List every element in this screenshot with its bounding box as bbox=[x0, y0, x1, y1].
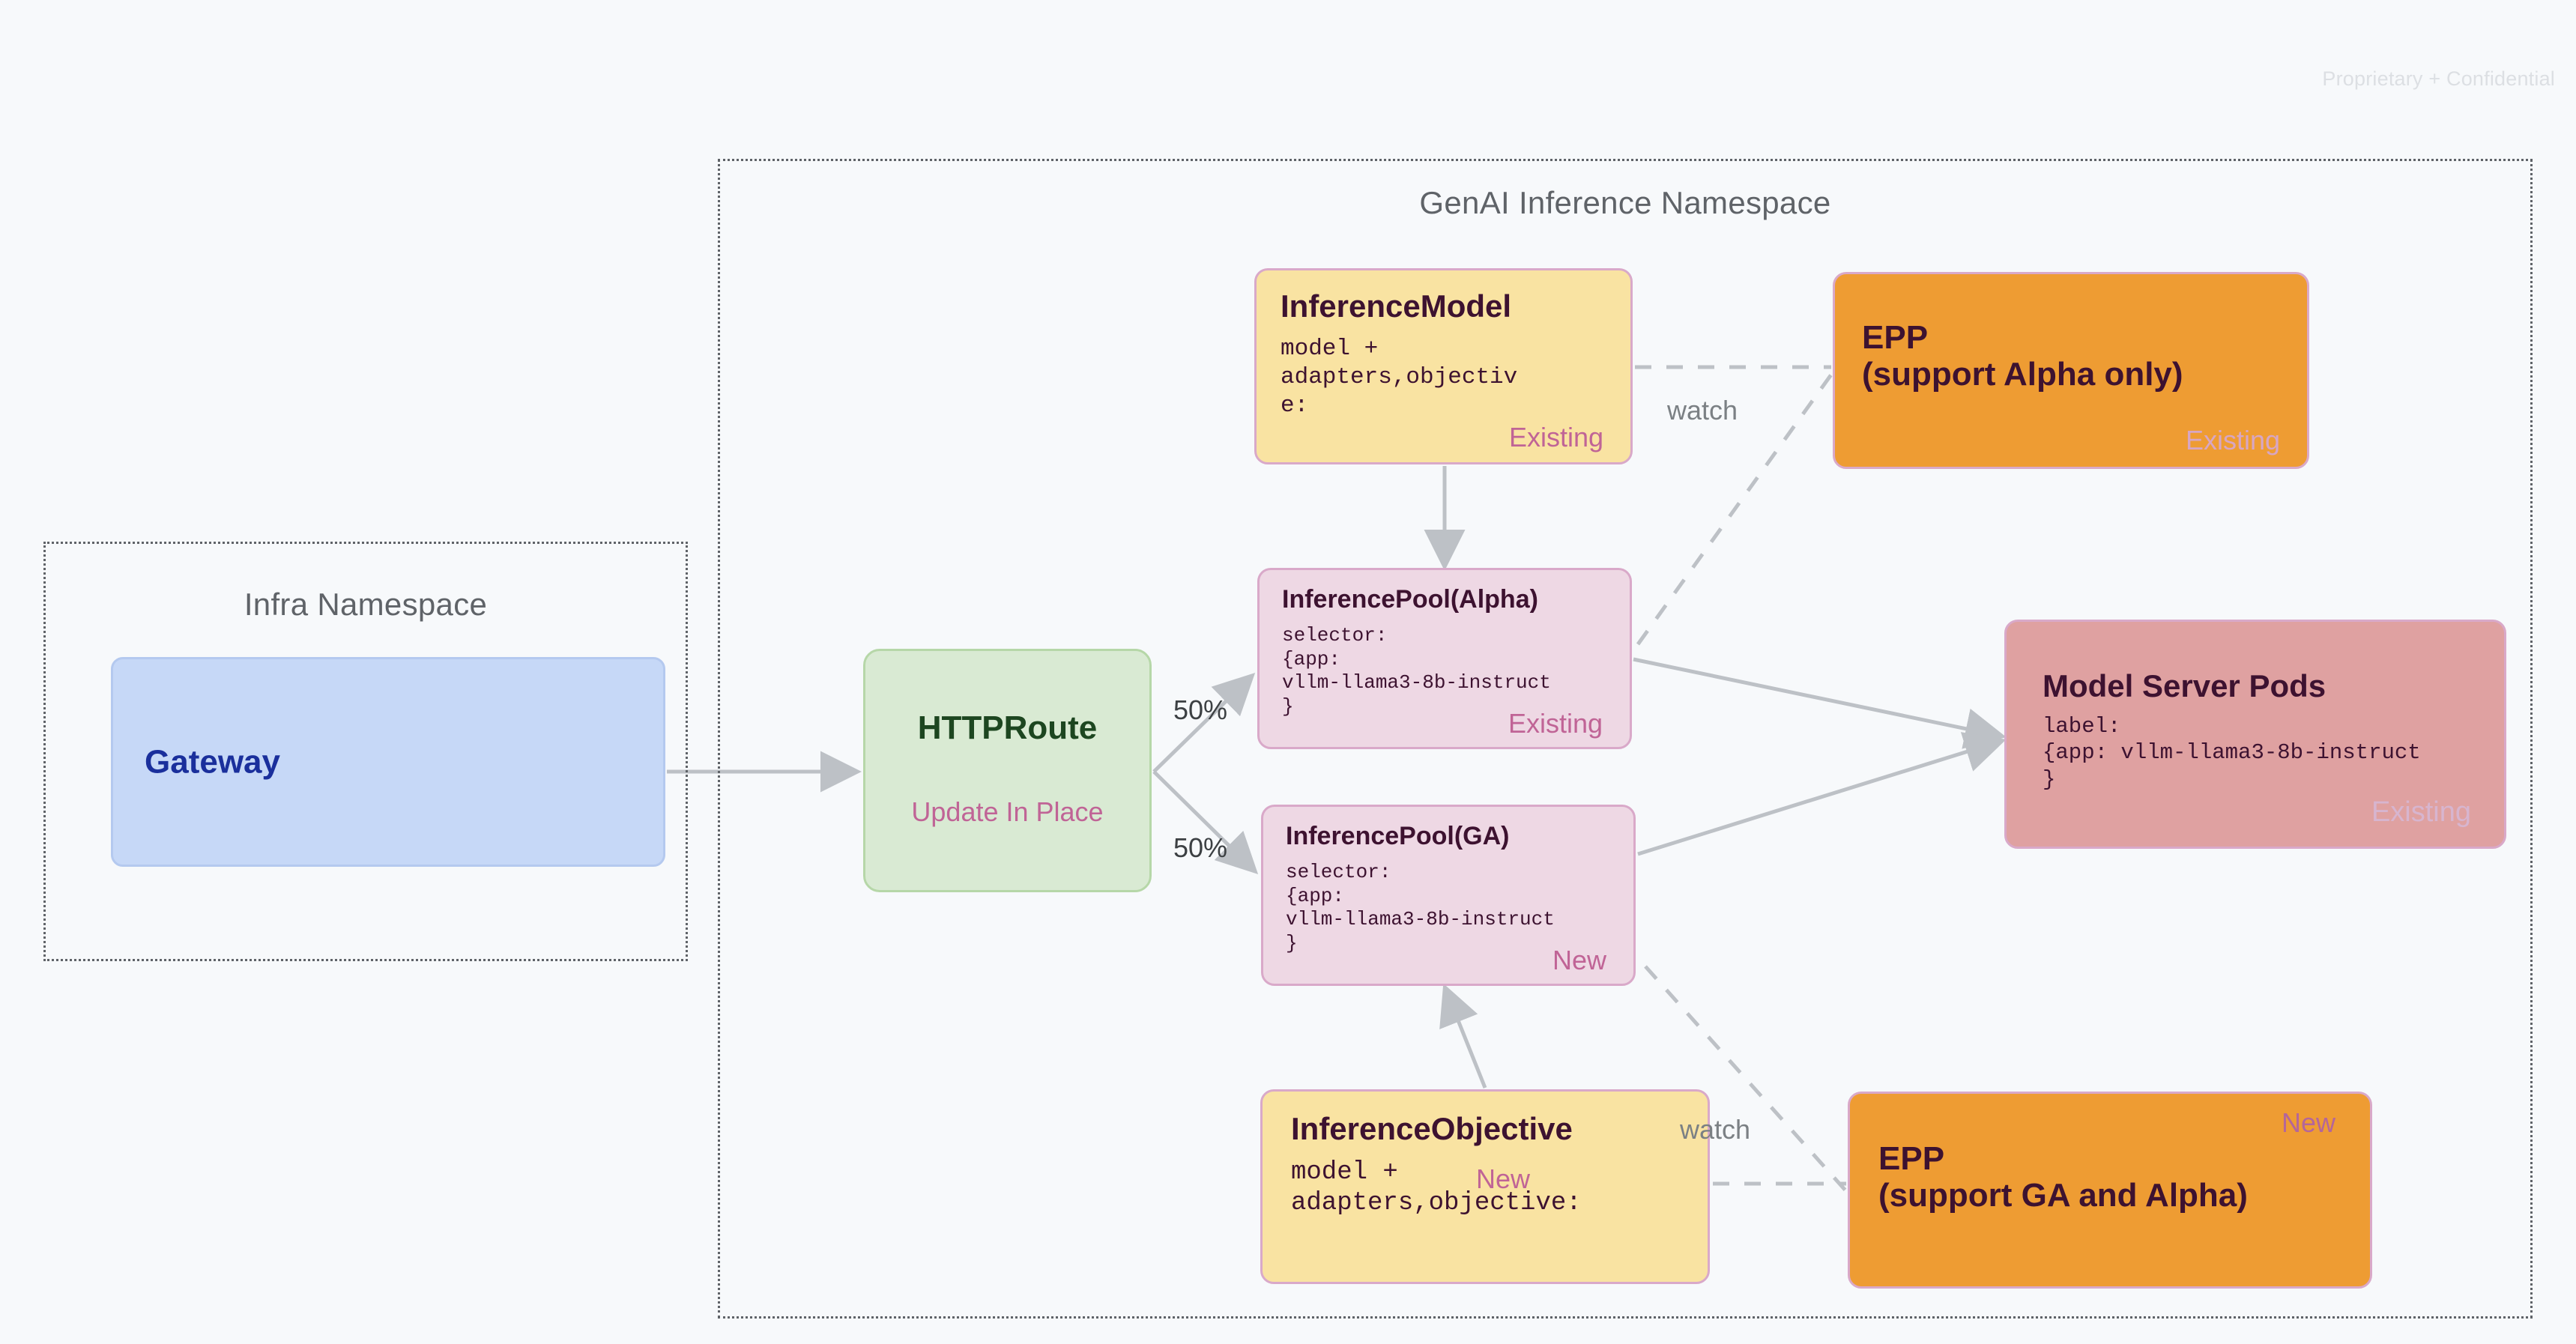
model-server-pods-body: label: {app: vllm-llama3-8b-instruct } bbox=[2043, 714, 2421, 792]
epp-ga-badge: New bbox=[2281, 1107, 2335, 1138]
gateway-title: Gateway bbox=[145, 743, 280, 781]
confidentiality-notice: Proprietary + Confidential bbox=[2322, 67, 2555, 90]
edge-label-watch-top: watch bbox=[1667, 395, 1738, 426]
inferenceobjective-body: model + adapters,objective: bbox=[1291, 1158, 1582, 1218]
genai-namespace-container: GenAI Inference Namespace bbox=[718, 159, 2533, 1319]
node-inferencepool-ga[interactable]: InferencePool(GA) selector: {app: vllm-l… bbox=[1261, 805, 1636, 986]
epp-alpha-badge: Existing bbox=[2185, 425, 2280, 455]
inferenceobjective-badge: New bbox=[1476, 1163, 1531, 1194]
inferencepool-ga-title: InferencePool(GA) bbox=[1286, 822, 1510, 850]
node-inferenceobjective[interactable]: InferenceObjective model + adapters,obje… bbox=[1260, 1089, 1710, 1284]
inferencemodel-badge: Existing bbox=[1508, 422, 1603, 452]
inferencepool-alpha-body: selector: {app: vllm-llama3-8b-instruct … bbox=[1282, 624, 1551, 718]
inferencepool-ga-body: selector: {app: vllm-llama3-8b-instruct … bbox=[1286, 861, 1555, 955]
inferencemodel-title: InferenceModel bbox=[1281, 288, 1512, 324]
inferenceobjective-title: InferenceObjective bbox=[1291, 1111, 1573, 1146]
node-httproute[interactable]: HTTPRoute Update In Place bbox=[863, 649, 1152, 892]
httproute-title: HTTPRoute bbox=[917, 709, 1098, 746]
node-epp-alpha[interactable]: EPP (support Alpha only) Existing bbox=[1833, 272, 2309, 469]
node-inferencepool-alpha[interactable]: InferencePool(Alpha) selector: {app: vll… bbox=[1257, 568, 1632, 749]
node-inferencemodel[interactable]: InferenceModel model + adapters,objectiv… bbox=[1254, 268, 1633, 464]
infra-namespace-title: Infra Namespace bbox=[244, 587, 488, 622]
node-epp-ga[interactable]: EPP (support GA and Alpha) New bbox=[1848, 1092, 2372, 1289]
inferencepool-alpha-badge: Existing bbox=[1508, 708, 1603, 739]
model-server-pods-title: Model Server Pods bbox=[2043, 668, 2326, 703]
httproute-badge: Update In Place bbox=[911, 796, 1104, 827]
inferencepool-alpha-title: InferencePool(Alpha) bbox=[1282, 585, 1538, 614]
model-server-pods-badge: Existing bbox=[2371, 796, 2471, 828]
edge-label-watch-bottom: watch bbox=[1680, 1114, 1751, 1145]
infra-namespace-container: Infra Namespace bbox=[43, 542, 688, 961]
edge-label-split-top: 50% bbox=[1173, 694, 1228, 725]
inferencemodel-body: model + adapters,objectiv e: bbox=[1281, 336, 1518, 419]
node-gateway[interactable]: Gateway bbox=[111, 657, 665, 867]
inferencepool-ga-badge: New bbox=[1552, 945, 1606, 975]
edge-label-split-bottom: 50% bbox=[1173, 832, 1228, 863]
epp-alpha-title: EPP (support Alpha only) bbox=[1862, 319, 2183, 393]
genai-namespace-title: GenAI Inference Namespace bbox=[1419, 185, 1831, 220]
epp-ga-title: EPP (support GA and Alpha) bbox=[1878, 1140, 2248, 1214]
node-model-server-pods[interactable]: Model Server Pods label: {app: vllm-llam… bbox=[2004, 620, 2506, 849]
